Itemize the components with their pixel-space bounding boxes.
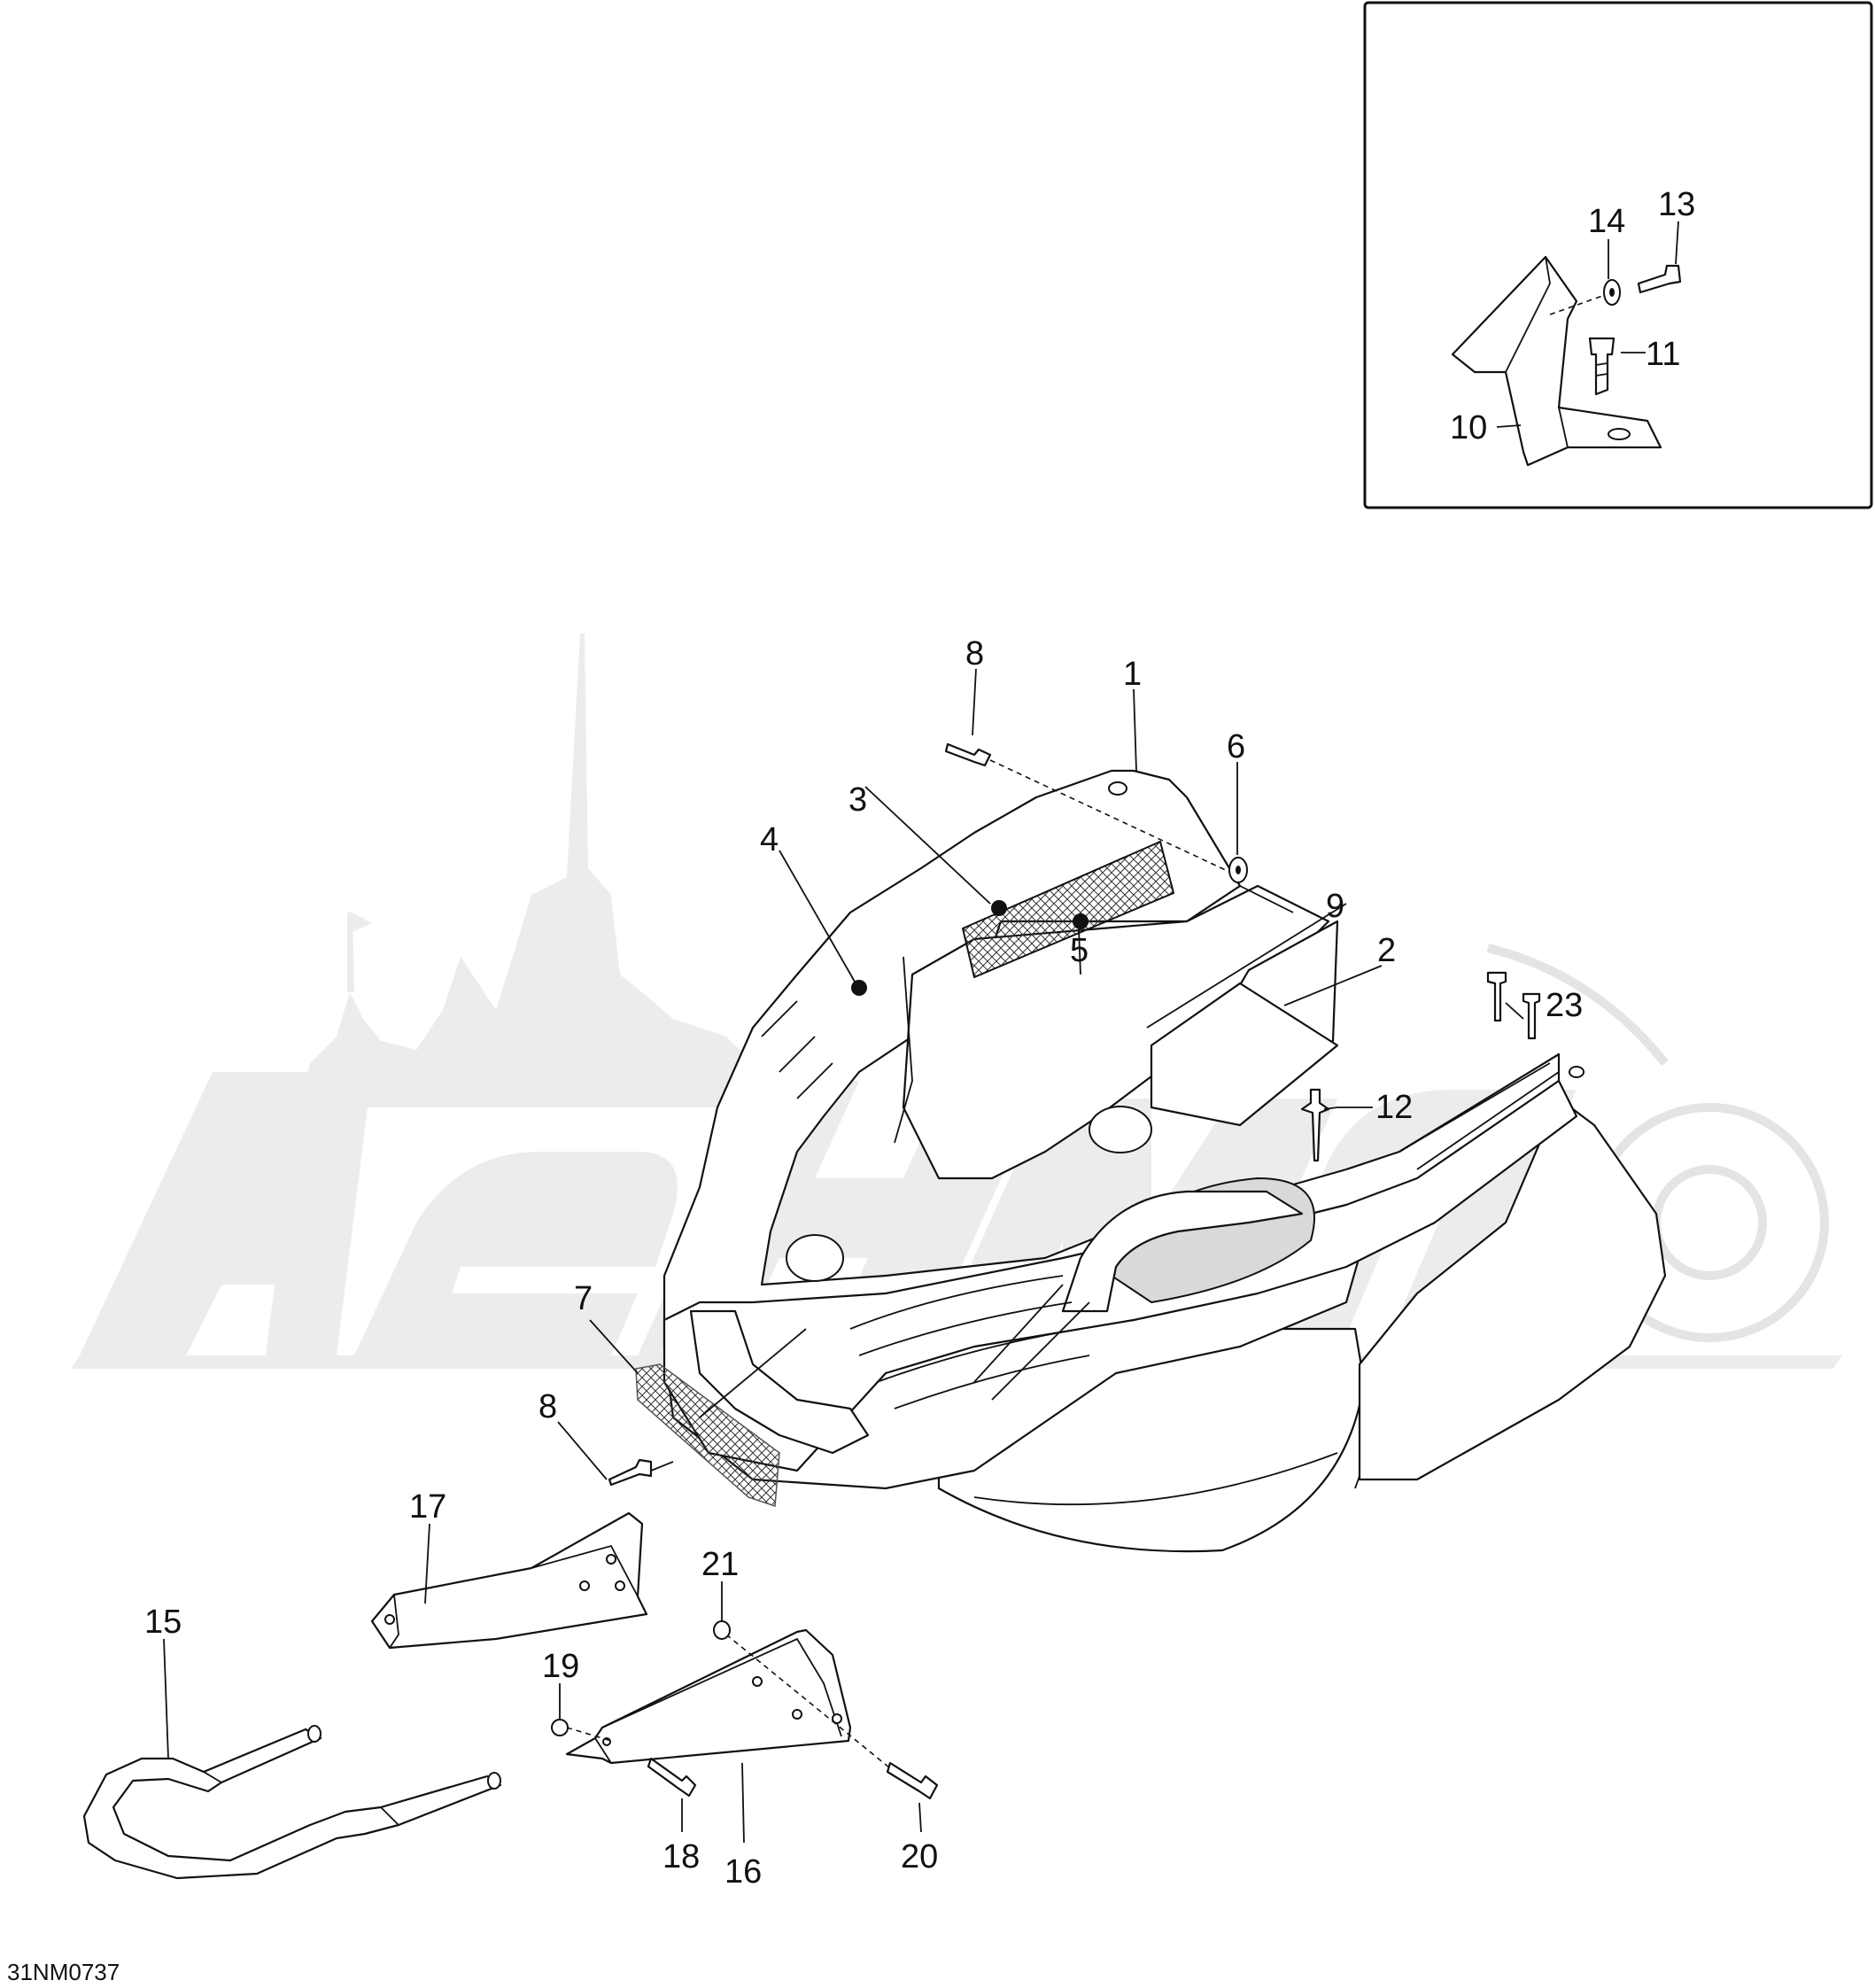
- callout-1: 1: [1123, 656, 1142, 693]
- callout-7: 7: [574, 1280, 593, 1317]
- nut-21: [713, 1620, 731, 1640]
- callout-labels: 1 2 3 4 5 6 7 8 8 9 10 11 12 13 14 15 16…: [144, 186, 1695, 1891]
- callout-3: 3: [848, 781, 867, 819]
- hood-assembly-1: [662, 769, 1667, 1553]
- bolt-18: [647, 1757, 697, 1798]
- callout-15: 15: [144, 1604, 182, 1641]
- callout-4: 4: [760, 821, 779, 858]
- callout-8-lower: 8: [538, 1388, 557, 1425]
- callout-17: 17: [409, 1488, 446, 1526]
- callout-19: 19: [542, 1648, 579, 1685]
- callout-23: 23: [1546, 987, 1583, 1024]
- screws-23: [1486, 971, 1541, 1040]
- mesh-grille-5: [961, 840, 1175, 979]
- callout-12: 12: [1375, 1089, 1413, 1126]
- callout-20: 20: [901, 1838, 938, 1875]
- callout-6: 6: [1227, 728, 1245, 765]
- decal-9: [1150, 982, 1339, 1127]
- callout-9: 9: [1326, 888, 1344, 925]
- callout-10: 10: [1450, 409, 1487, 447]
- callout-2: 2: [1377, 932, 1396, 969]
- callout-14: 14: [1588, 203, 1625, 240]
- bolt-20: [886, 1761, 939, 1800]
- callout-18: 18: [662, 1838, 700, 1875]
- bracket-16: [565, 1628, 895, 1773]
- rivet-12: [1300, 1088, 1330, 1162]
- callout-13: 13: [1658, 186, 1695, 223]
- callout-5: 5: [1070, 932, 1089, 969]
- bolt-11: [1588, 337, 1615, 396]
- rivet-8-top: [944, 742, 1232, 874]
- callout-21: 21: [701, 1546, 739, 1583]
- diagram-code: 31NM0737: [7, 1959, 120, 1985]
- mesh-grille-7: [635, 1363, 780, 1508]
- callout-16: 16: [724, 1853, 762, 1891]
- rivet-8-lower: [608, 1328, 807, 1487]
- callout-8-top: 8: [965, 635, 984, 672]
- callout-11: 11: [1646, 336, 1680, 373]
- inset-detail-box: [1363, 1, 1873, 509]
- nut-19: [551, 1719, 569, 1736]
- tow-handle-15: [82, 1725, 502, 1880]
- bracket-17: [370, 1511, 648, 1650]
- bolt-13: [1637, 264, 1682, 294]
